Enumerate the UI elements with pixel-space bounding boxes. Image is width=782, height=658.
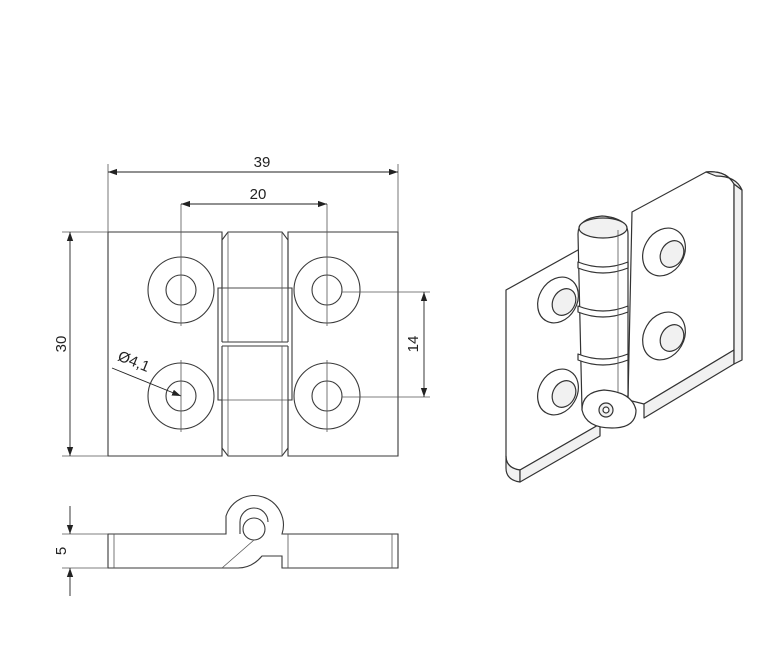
- dimension-thickness: 5: [53, 506, 74, 596]
- iso-knuckle: [577, 215, 637, 429]
- dimension-hole-spacing: 20: [181, 186, 327, 208]
- hole-bottom-right: [293, 360, 430, 432]
- hole-top-left: [147, 204, 215, 326]
- dimension-label-30: 30: [53, 336, 70, 353]
- knuckle-upper: [221, 231, 289, 343]
- dimension-label-39: 39: [254, 154, 271, 171]
- dimension-label-5: 5: [53, 547, 70, 555]
- dimension-overall-width: 39: [108, 154, 398, 176]
- knuckle-lower: [221, 345, 289, 457]
- dimension-label-20: 20: [250, 186, 267, 203]
- hole-top-right: [293, 204, 430, 326]
- iso-left-leaf: [505, 249, 601, 483]
- front-view: [62, 164, 430, 457]
- iso-right-holes: [642, 227, 686, 361]
- iso-right-leaf: [627, 171, 743, 419]
- dimension-height: 30: [53, 232, 74, 456]
- plate-outline: [107, 231, 223, 457]
- iso-left-holes: [537, 276, 579, 416]
- dimension-hole-diameter: Ø4,1: [111, 348, 182, 397]
- dimension-label-14: 14: [405, 336, 422, 353]
- side-view: [62, 495, 399, 569]
- dimension-hole-vertical-spacing: 14: [405, 292, 428, 397]
- isometric-view: [505, 171, 743, 483]
